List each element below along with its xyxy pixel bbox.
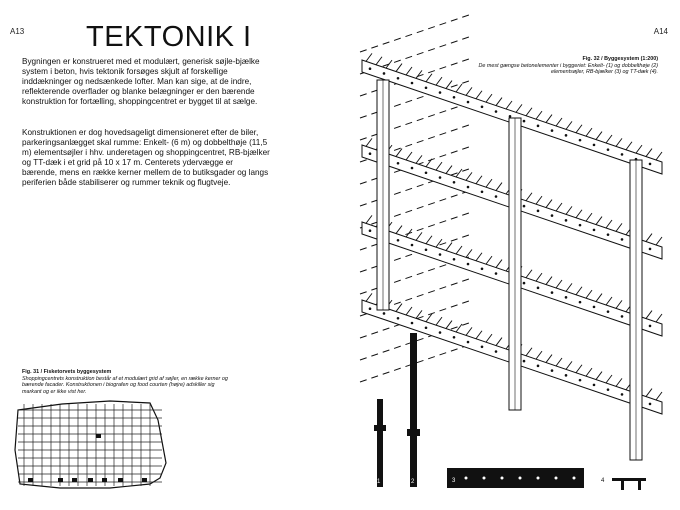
columns: [376, 79, 643, 461]
element-label-2: 2: [411, 479, 415, 485]
beam-hole: [554, 476, 558, 480]
structure-column: [376, 79, 390, 311]
figure-32-caption: Fig. 32 / Byggesystem (1:200) De mest gæ…: [468, 56, 658, 76]
element-4-tt-deck: [612, 478, 646, 490]
page-title: TEKTONIK I: [86, 21, 252, 54]
beam-hole: [500, 476, 504, 480]
plan-core: [88, 478, 93, 482]
body-paragraph-1: Bygningen er konstrueret med et modulært…: [22, 57, 260, 107]
beam-hole: [482, 476, 486, 480]
structure-column: [629, 159, 643, 461]
plan-outline: [14, 400, 167, 489]
beam-level: [361, 53, 663, 175]
plan-core: [96, 434, 101, 438]
plan-core: [58, 478, 63, 482]
plan-core: [118, 478, 123, 482]
beam-hole: [536, 476, 540, 480]
element-3-rb-beam: [447, 468, 584, 488]
figure-31-text: Shoppingcentrets konstruktion består af …: [22, 375, 228, 395]
plan-core: [28, 478, 33, 482]
beam-hole: [464, 476, 468, 480]
element-label-3: 3: [452, 478, 456, 484]
plan-grid: [18, 404, 162, 486]
figure-31-caption: Fig. 31 / Fisketorvets byggesystem Shopp…: [22, 369, 232, 395]
element-label-4: 4: [601, 478, 605, 484]
element-label-1: 1: [377, 479, 381, 485]
figure-32-title: Fig. 32 / Byggesystem (1:200): [582, 56, 659, 62]
page-number-left: A13: [10, 27, 25, 36]
page-number-right: A14: [653, 27, 668, 36]
figure-32-text: De mest gængse betonelementer i byggerie…: [478, 62, 658, 76]
plan-cores: [28, 434, 147, 482]
figure-31-title: Fig. 31 / Fisketorvets byggesystem: [22, 369, 112, 375]
element-2-double-column: [407, 333, 420, 487]
plan-core: [102, 478, 107, 482]
element-1-single-column: [374, 399, 386, 487]
structure-column: [508, 117, 522, 411]
beam-hole: [518, 476, 522, 480]
plan-core: [142, 478, 147, 482]
body-paragraph-2: Konstruktionen er dog hovedsageligt dime…: [22, 128, 270, 188]
beam-hole: [572, 476, 576, 480]
plan-core: [72, 478, 77, 482]
